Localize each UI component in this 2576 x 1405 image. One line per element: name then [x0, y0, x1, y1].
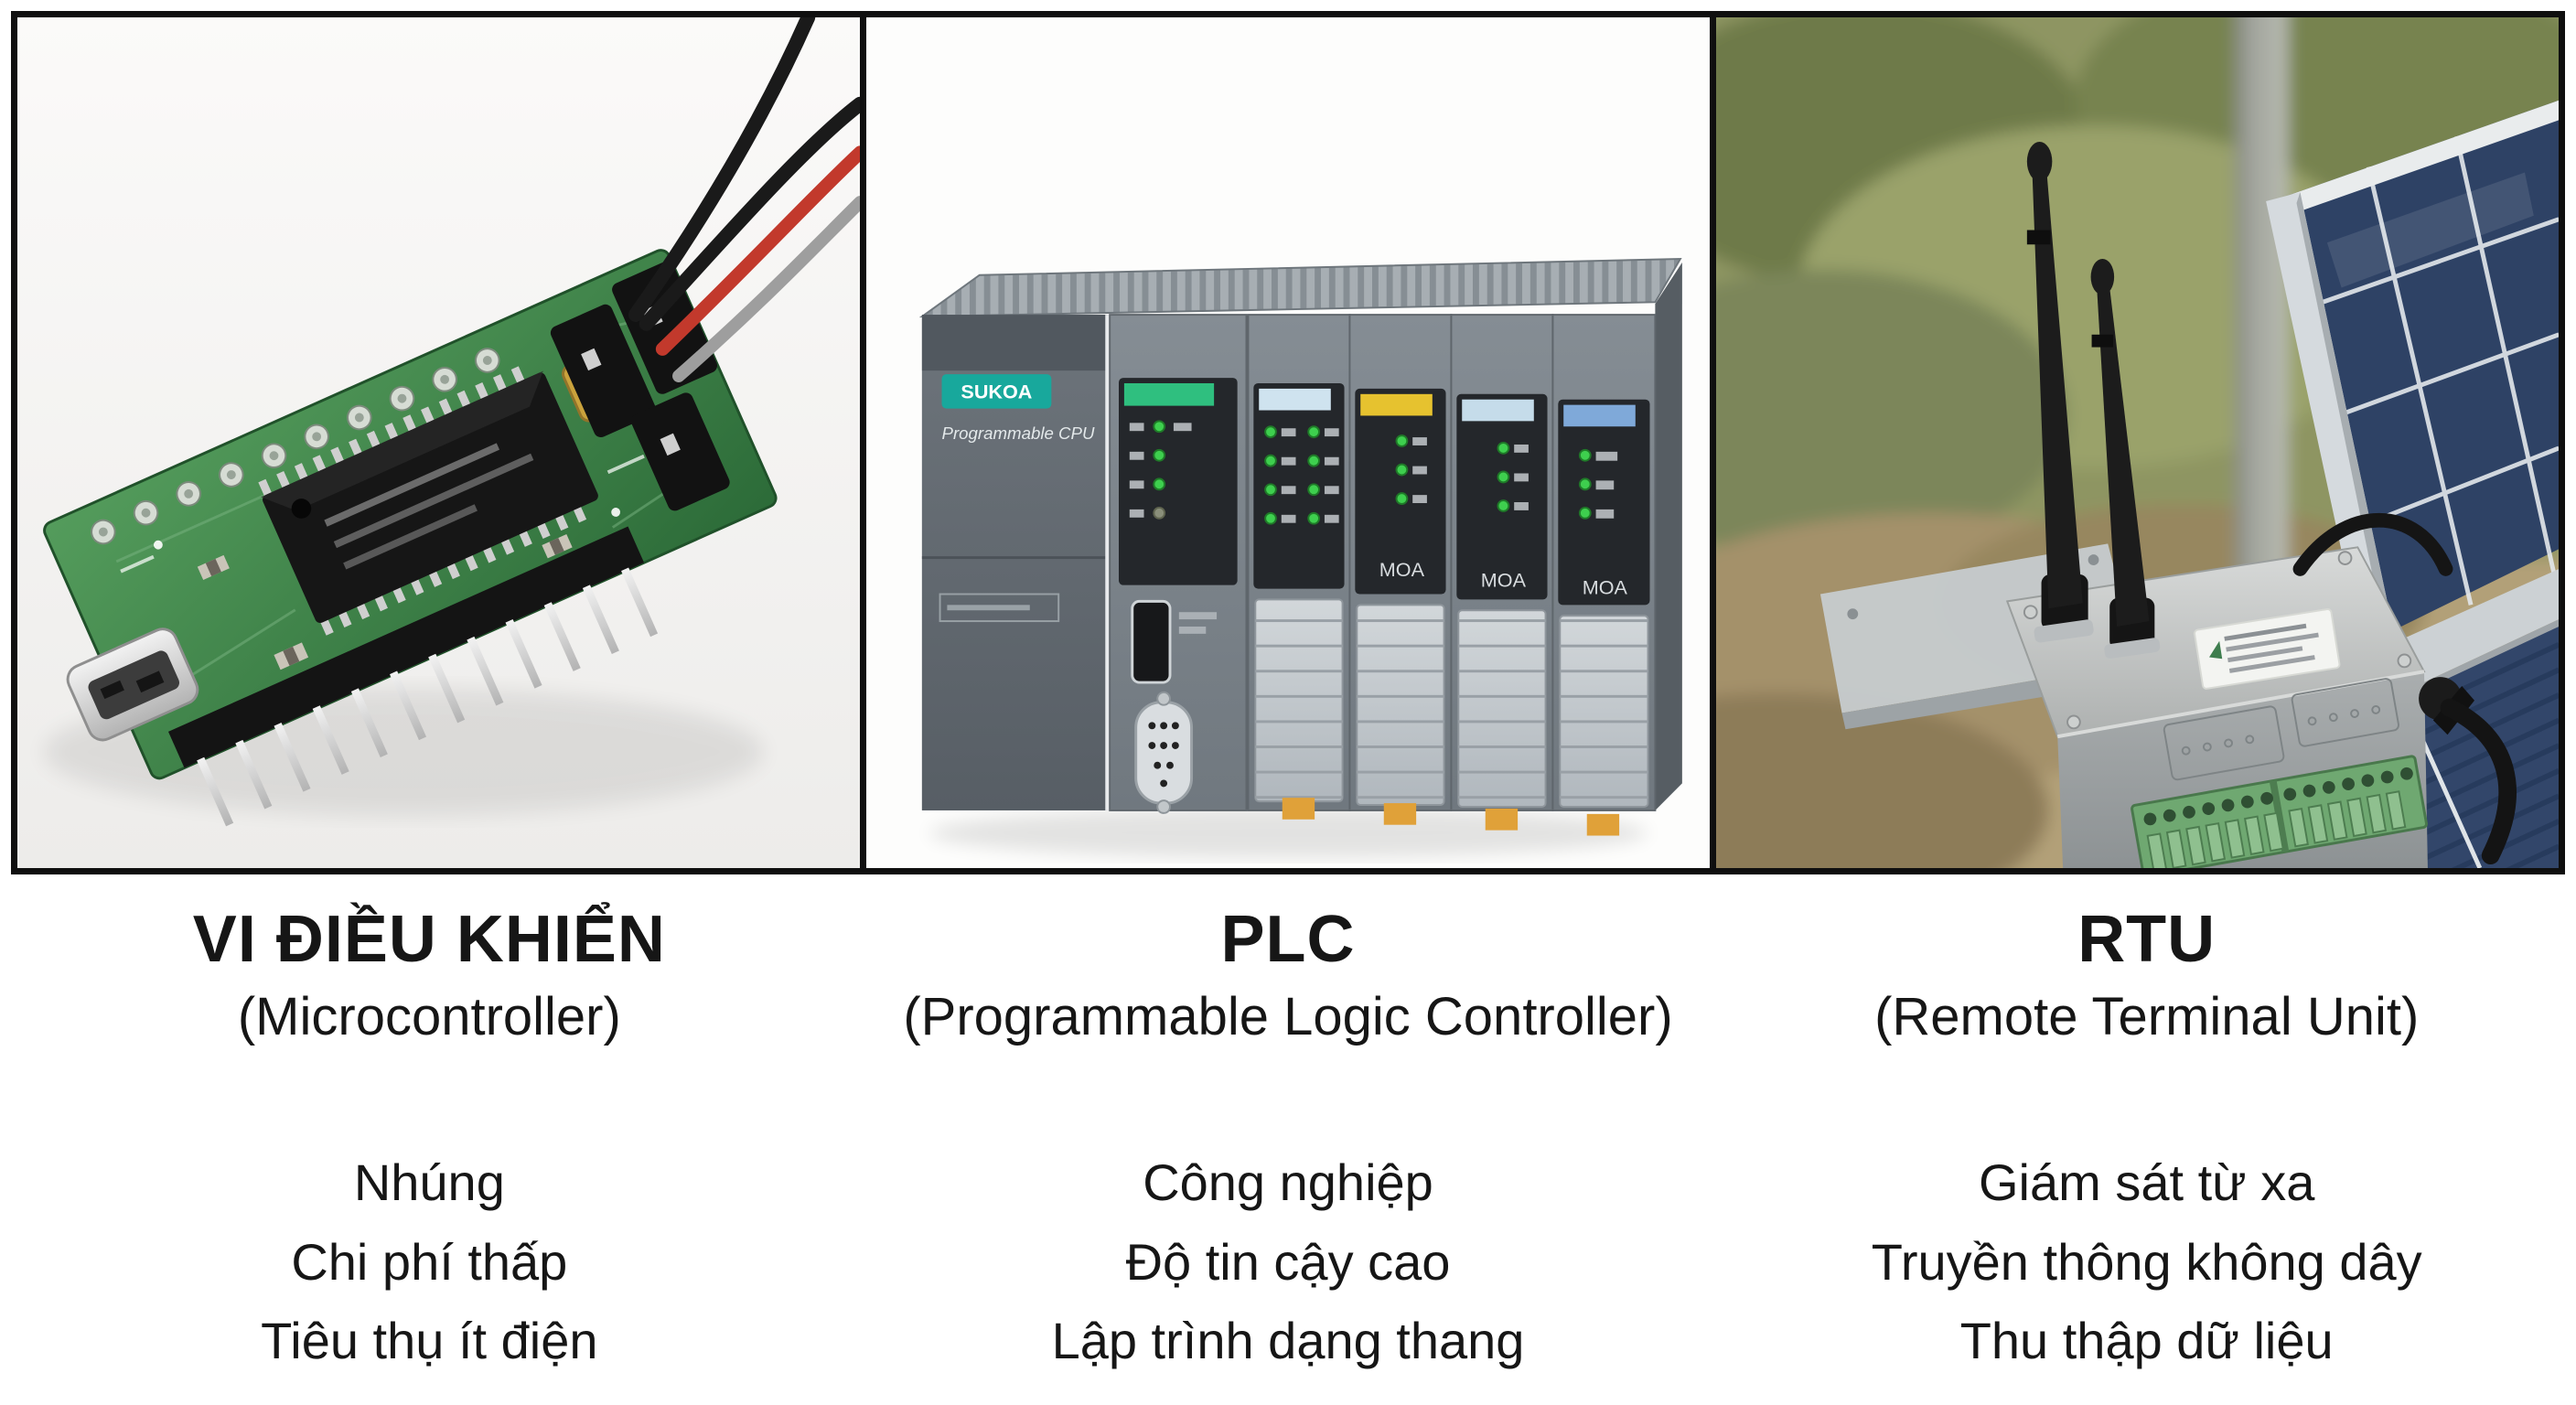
plc-title: PLC	[1220, 903, 1356, 976]
engraved-legend	[2163, 678, 2399, 781]
enclosure-label	[2193, 608, 2341, 690]
chip-marking-line	[343, 504, 478, 570]
column-rtu: RTU (Remote Terminal Unit) Giám sát từ x…	[1717, 880, 2576, 1380]
chip-marking-line	[324, 443, 500, 527]
microcontroller-photo	[17, 17, 861, 868]
fence-pole	[2235, 17, 2288, 576]
column-microcontroller: VI ĐIỀU KHIỂN (Microcontroller) Nhúng Ch…	[0, 880, 859, 1380]
rtu-enclosure	[2005, 512, 2517, 868]
microcontroller-features: Nhúng Chi phí thấp Tiêu thụ ít điện	[0, 1143, 859, 1380]
pcb-traces	[115, 310, 705, 680]
microcontroller-subtitle: (Microcontroller)	[237, 986, 621, 1046]
module-strip	[1563, 404, 1637, 427]
psu-seam	[1105, 315, 1111, 810]
feature-line: Độ tin cậy cao	[1125, 1232, 1451, 1291]
module-strip	[1462, 399, 1535, 422]
feature-line: Công nghiệp	[1143, 1153, 1433, 1212]
antennas	[2026, 141, 2160, 659]
power-cable	[2440, 698, 2517, 865]
plc-shadow	[929, 807, 1648, 859]
terminal-blocks	[2130, 755, 2428, 868]
grey-wire	[672, 196, 861, 382]
feature-line: Tiêu thụ ít điện	[261, 1311, 598, 1369]
module-caption: MOA	[1481, 569, 1527, 592]
module-strip	[1259, 388, 1332, 411]
black-wire	[639, 96, 861, 331]
plc-subtitle: (Programmable Logic Controller)	[903, 986, 1673, 1046]
microcontroller-title: VI ĐIỀU KHIỂN	[192, 903, 666, 976]
rtu-photo-svg	[1715, 17, 2559, 868]
cpu-module	[1109, 314, 1248, 814]
plc-side-face	[1655, 262, 1683, 810]
brand-text: SUKOA	[961, 381, 1033, 403]
column-plc: PLC (Programmable Logic Controller) Công…	[859, 880, 1718, 1380]
plc-photo: SUKOA Programmable CPU	[866, 17, 1710, 868]
top-pad-row	[91, 348, 500, 545]
usb-port	[1131, 599, 1172, 684]
latch-tab	[1486, 808, 1519, 831]
rtu-features: Giám sát từ xa Truyền thông không dây Th…	[1717, 1143, 2576, 1380]
jumper-wires	[628, 17, 861, 382]
feature-line: Truyền thông không dây	[1871, 1232, 2422, 1291]
black-wire	[628, 17, 816, 322]
latch-tab	[1384, 803, 1417, 825]
plc-top-vents	[919, 257, 1682, 318]
photo-strip: SUKOA Programmable CPU	[11, 11, 2565, 874]
caption-area: VI ĐIỀU KHIỂN (Microcontroller) Nhúng Ch…	[0, 880, 2576, 1380]
feature-line: Lập trình dạng thang	[1051, 1311, 1525, 1369]
micro-usb-connector	[66, 627, 199, 742]
chip-marking-line	[333, 453, 534, 549]
feature-line: Chi phí thấp	[291, 1232, 568, 1291]
antenna-left	[2026, 141, 2094, 643]
io-module-4: MOA	[1551, 314, 1657, 836]
plc-photo-svg: SUKOA Programmable CPU	[866, 17, 1710, 868]
psu-module: SUKOA Programmable CPU	[922, 315, 1108, 810]
module-caption: MOA	[1583, 575, 1628, 598]
latch-tab	[1587, 813, 1620, 836]
io-module-2: MOA	[1348, 314, 1453, 825]
solar-frame-top	[2281, 100, 2559, 216]
bottom-pin-header	[168, 526, 659, 827]
brand-subtext: Programmable CPU	[942, 424, 1095, 443]
feature-line: Giám sát từ xa	[1978, 1153, 2315, 1212]
antenna-right	[2090, 259, 2160, 659]
rtu-photo	[1715, 17, 2559, 868]
rtu-title: RTU	[2077, 903, 2216, 976]
io-module-1	[1247, 314, 1351, 820]
cpu-status-panel	[1119, 378, 1238, 585]
psu-label-plate	[939, 593, 1060, 623]
microcontroller-photo-svg	[17, 17, 861, 868]
red-wire	[655, 145, 861, 356]
plc-features: Công nghiệp Độ tin cậy cao Lập trình dạn…	[859, 1143, 1718, 1380]
module-strip	[1360, 393, 1433, 416]
solar-panel-upper	[2265, 100, 2559, 660]
serial-db9-port	[1134, 701, 1194, 805]
io-module-3: MOA	[1450, 314, 1554, 831]
feature-line: Thu thập dữ liệu	[1959, 1311, 2334, 1369]
cable-gland	[2292, 512, 2517, 865]
microcontroller-chip	[258, 366, 598, 636]
feature-line: Nhúng	[353, 1153, 505, 1212]
latch-tab	[1283, 798, 1315, 820]
solar-frame-left	[2265, 192, 2398, 660]
brand-logo	[941, 374, 1052, 409]
cable-loop	[2292, 512, 2453, 576]
smd-components	[120, 454, 645, 670]
module-caption: MOA	[1379, 558, 1425, 581]
cpu-strip	[1124, 382, 1215, 406]
rtu-subtitle: (Remote Terminal Unit)	[1874, 986, 2420, 1046]
